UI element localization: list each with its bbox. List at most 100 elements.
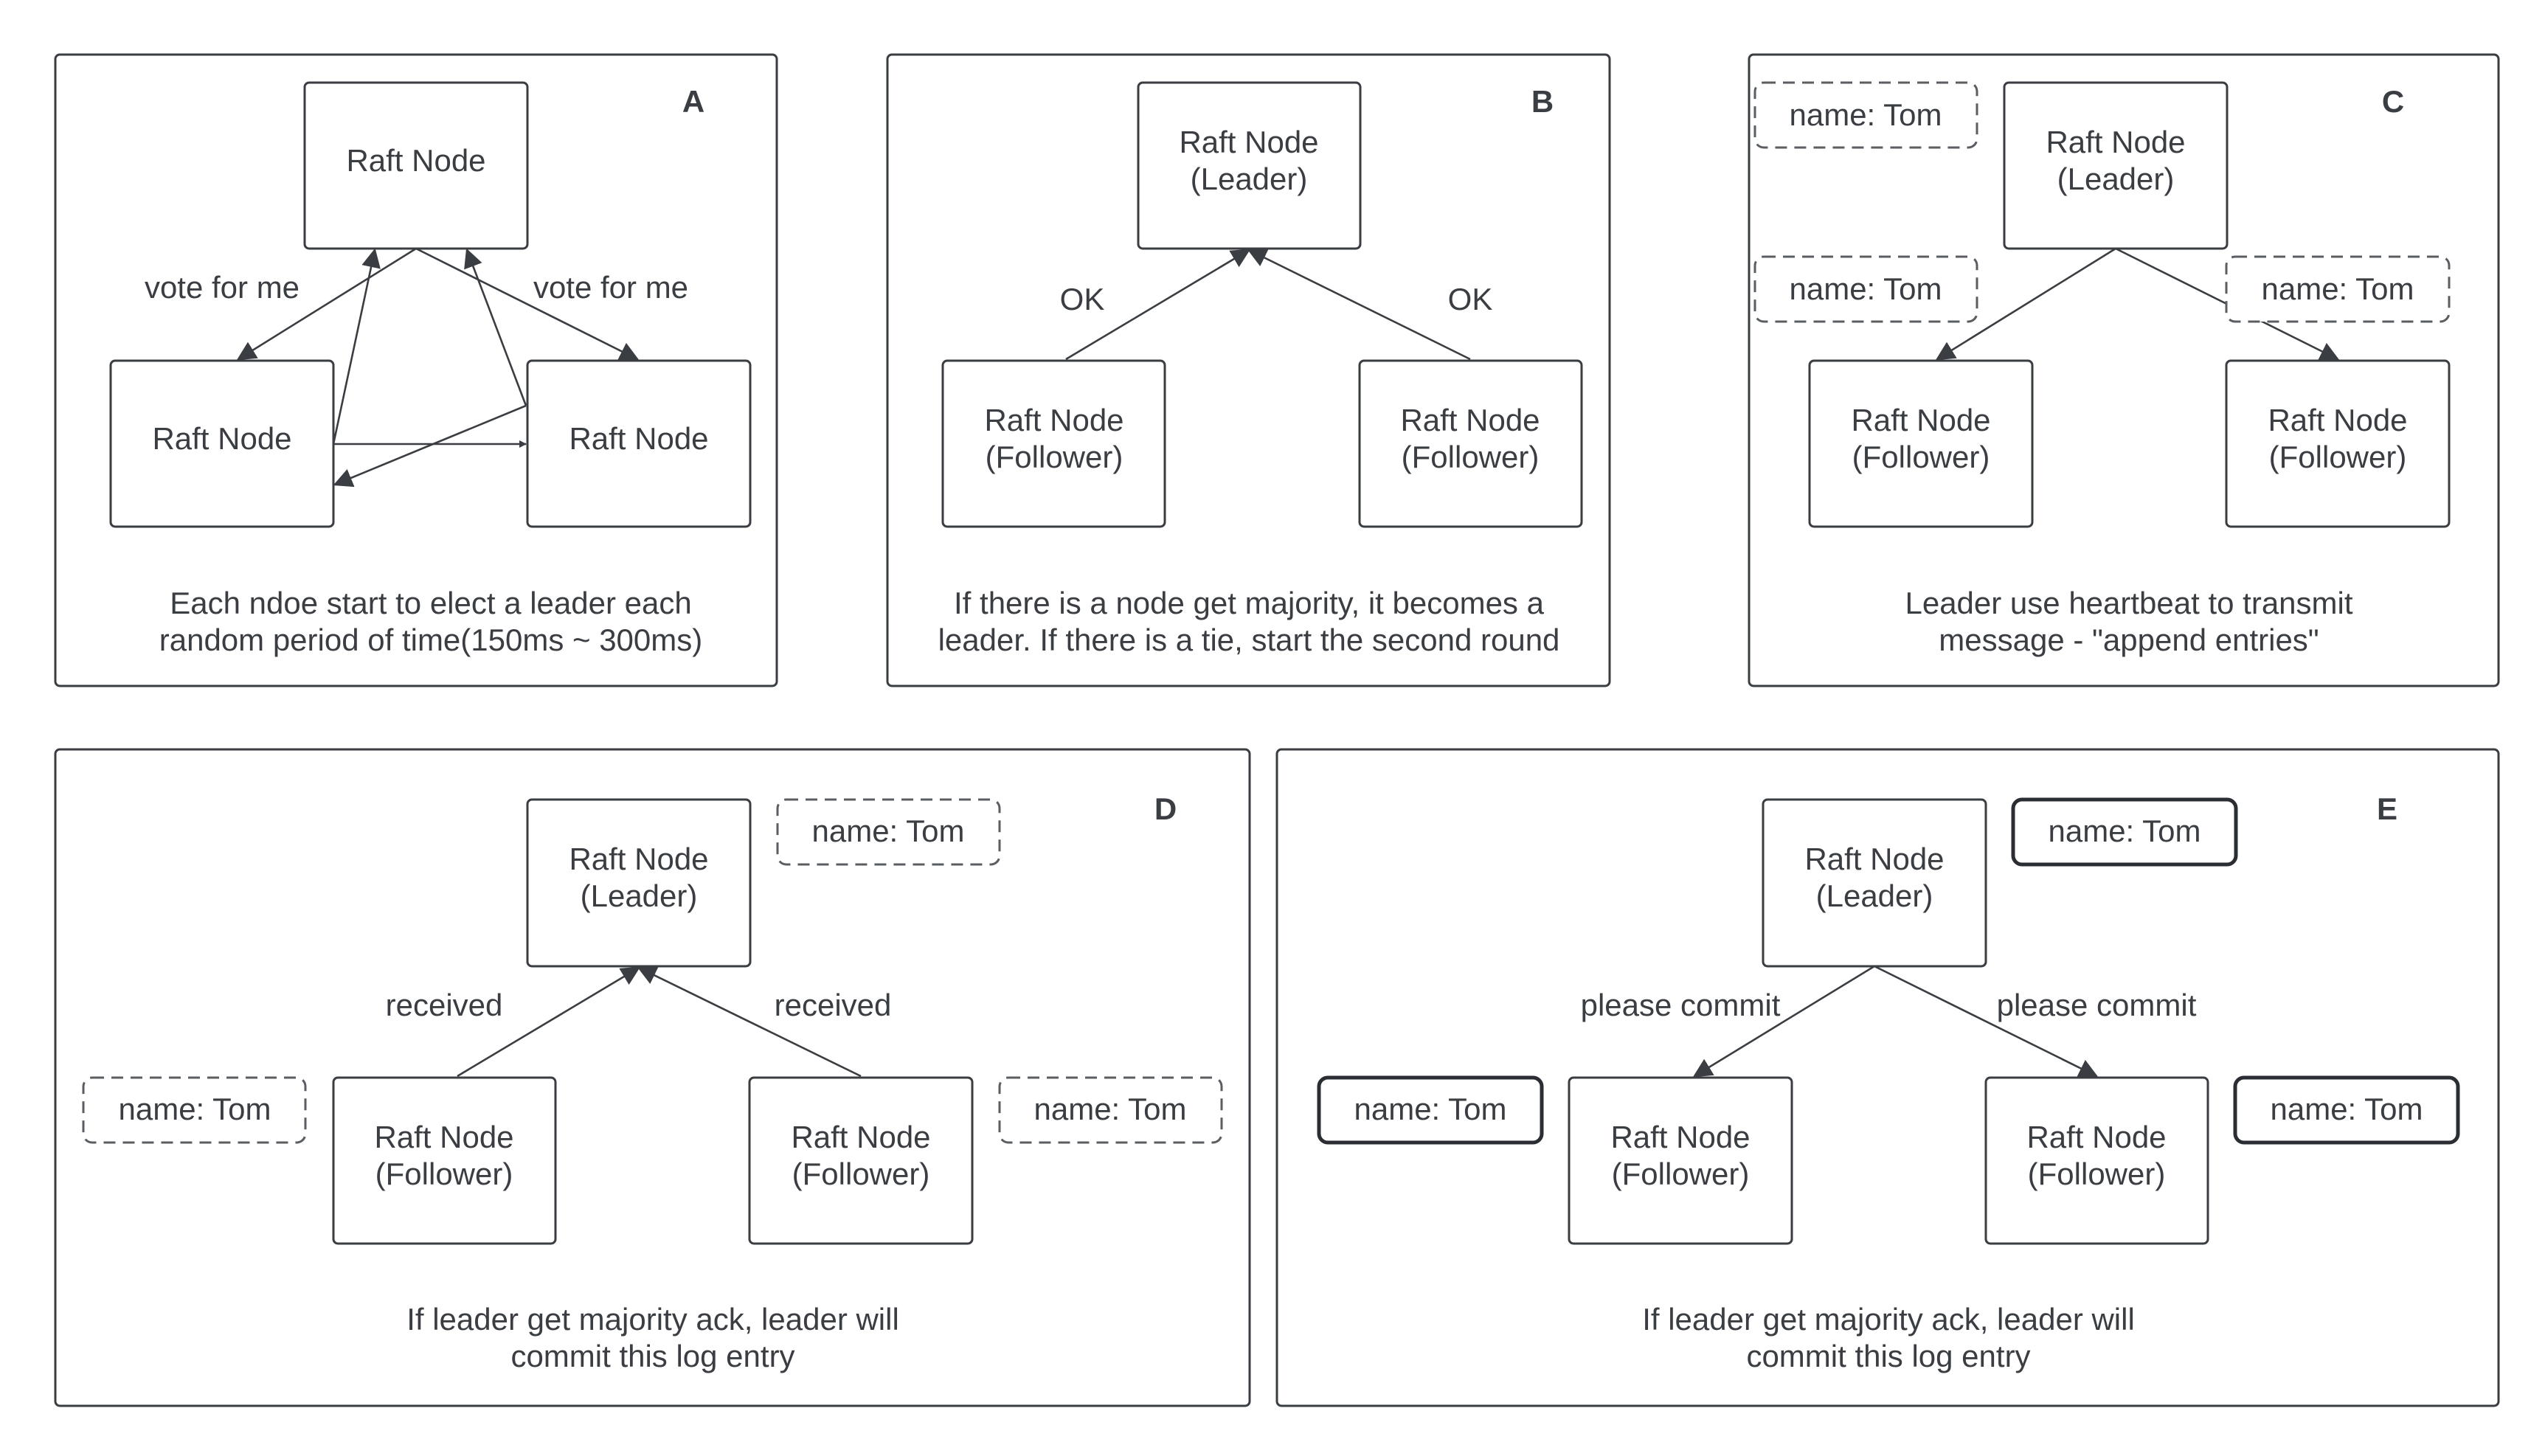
panel-e-caption-line-1: If leader get majority ack, leader will xyxy=(1642,1302,2135,1337)
panel-d-edge-label-right: received xyxy=(775,988,892,1022)
panel-b-arrow-left-to-leader xyxy=(1065,249,1251,361)
panel-c-log-entry-right xyxy=(2225,255,2451,323)
panel-b-follower-right-node xyxy=(1358,359,1583,528)
panel-c-log-entry-right-label: name: Tom xyxy=(2262,271,2414,306)
panel-b-follower-right-line-2: (Follower) xyxy=(1402,440,1540,474)
panel-b-follower-left-line-2: (Follower) xyxy=(986,440,1123,474)
panel-e-follower-right-line-1: Raft Node xyxy=(2026,1120,2166,1154)
panel-d-follower-left-line-2: (Follower) xyxy=(375,1157,513,1191)
panel-e-log-entry-left-label: name: Tom xyxy=(1354,1092,1507,1126)
panel-c-follower-right-line-1: Raft Node xyxy=(2268,403,2407,437)
panel-e-follower-left-node xyxy=(1568,1076,1793,1245)
panel-d-leader-line-2: (Leader) xyxy=(581,878,698,913)
panel-c-log-entry-left xyxy=(1753,255,1978,323)
panel-d-follower-right-node xyxy=(748,1076,974,1245)
panel-a-edge-label-right: vote for me xyxy=(533,270,688,305)
panel-a-node-top-label: Raft Node xyxy=(346,143,485,178)
panel-a-node-left-label: Raft Node xyxy=(152,421,291,456)
panel-b-leader-node xyxy=(1137,81,1362,250)
panel-c: C Raft Node (Leader) Raft Node (Follower… xyxy=(1748,53,2500,687)
panel-d-letter: D xyxy=(1154,791,1177,826)
panel-d-caption-line-1: If leader get majority ack, leader will xyxy=(406,1302,899,1337)
panel-b-frame xyxy=(886,53,1611,687)
panel-c-arrow-leader-to-left xyxy=(1935,247,2116,361)
panel-b-leader-line-1: Raft Node xyxy=(1179,125,1318,159)
panel-c-log-entry-top-left xyxy=(1753,81,1978,149)
panel-c-caption-line-1: Leader use heartbeat to transmit xyxy=(1905,586,2352,620)
panel-a: A Raft Node Raft Node Raft Node vote for… xyxy=(54,53,778,687)
panel-d-follower-right-line-1: Raft Node xyxy=(791,1120,930,1154)
panel-a-arrow-left-to-top xyxy=(332,248,381,445)
panel-d-follower-right-line-2: (Follower) xyxy=(792,1157,930,1191)
panel-c-caption-line-2: message - "append entries" xyxy=(1939,623,2319,657)
panel-a-node-right xyxy=(526,359,752,528)
panel-b-follower-left-node xyxy=(941,359,1166,528)
panel-b-follower-left-line-1: Raft Node xyxy=(984,403,1123,437)
panel-a-node-right-label: Raft Node xyxy=(569,421,708,456)
panel-e-follower-left-line-2: (Follower) xyxy=(1612,1157,1750,1191)
panel-c-leader-line-2: (Leader) xyxy=(2057,162,2175,196)
panel-a-caption-line-1: Each ndoe start to elect a leader each xyxy=(170,586,691,620)
panel-b-caption-line-1: If there is a node get majority, it beco… xyxy=(954,586,1545,620)
panel-a-letter: A xyxy=(682,84,704,119)
panel-d-caption-line-2: commit this log entry xyxy=(510,1339,794,1373)
panel-c-follower-right-node xyxy=(2225,359,2451,528)
panel-c-follower-left-line-2: (Follower) xyxy=(1852,440,1990,474)
panel-c-log-entry-left-label: name: Tom xyxy=(1790,271,1942,306)
panel-c-follower-right-line-2: (Follower) xyxy=(2269,440,2407,474)
panel-d-leader-line-1: Raft Node xyxy=(569,842,708,876)
panel-e-leader-line-2: (Leader) xyxy=(1816,878,1933,913)
panel-a-frame xyxy=(54,53,778,687)
panel-d-follower-left-line-1: Raft Node xyxy=(374,1120,513,1154)
panel-d-arrow-left-to-leader xyxy=(457,966,641,1078)
panel-c-letter: C xyxy=(2382,84,2404,119)
panel-d-log-entry-leader-label: name: Tom xyxy=(812,814,965,848)
panel-e-letter: E xyxy=(2377,791,2397,826)
panel-d-log-entry-left-label: name: Tom xyxy=(119,1092,271,1126)
panel-d-log-entry-leader xyxy=(776,798,1001,866)
panel-e-log-entry-right xyxy=(2233,1075,2460,1145)
panel-d-log-entry-right-label: name: Tom xyxy=(1034,1092,1187,1126)
panel-c-follower-left-line-1: Raft Node xyxy=(1851,403,1990,437)
panel-b-letter: B xyxy=(1531,84,1554,119)
panel-a-edge-label-left: vote for me xyxy=(145,270,299,305)
panel-b-caption-line-2: leader. If there is a tie, start the sec… xyxy=(938,623,1560,657)
panel-e-log-entry-right-label: name: Tom xyxy=(2271,1092,2423,1126)
panel-d: D Raft Node (Leader) Raft Node (Follower… xyxy=(54,748,1251,1407)
panel-c-follower-left-node xyxy=(1808,359,2034,528)
panel-a-arrow-top-to-left xyxy=(236,247,417,361)
panel-e-follower-right-line-2: (Follower) xyxy=(2028,1157,2166,1191)
panel-d-edge-label-left: received xyxy=(386,988,503,1022)
panel-b: B Raft Node (Leader) Raft Node (Follower… xyxy=(886,53,1611,687)
panel-c-log-entry-top-left-label: name: Tom xyxy=(1790,97,1942,132)
panel-e-follower-left-line-1: Raft Node xyxy=(1610,1120,1750,1154)
panel-a-arrow-right-to-left xyxy=(333,404,527,488)
panel-e-edge-label-right: please commit xyxy=(1997,988,2197,1022)
panel-b-arrow-right-to-leader xyxy=(1247,249,1471,361)
panel-e-log-entry-leader-label: name: Tom xyxy=(2049,814,2201,848)
panel-e-arrow-leader-to-right xyxy=(1874,965,2099,1078)
panel-c-leader-line-1: Raft Node xyxy=(2046,125,2185,159)
panel-a-caption-line-2: random period of time(150ms ~ 300ms) xyxy=(159,623,703,657)
panel-d-log-entry-right xyxy=(998,1076,1223,1144)
panel-e-log-entry-left xyxy=(1317,1075,1544,1145)
panel-e-arrow-leader-to-left xyxy=(1692,965,1875,1078)
panel-b-edge-label-right: OK xyxy=(1448,282,1493,316)
panel-d-arrow-right-to-leader xyxy=(637,966,862,1078)
panel-d-leader-node xyxy=(526,798,752,968)
panel-d-follower-left-node xyxy=(332,1076,557,1245)
panel-e: E Raft Node (Leader) Raft Node (Follower… xyxy=(1275,748,2500,1407)
panel-e-edge-label-left: please commit xyxy=(1581,988,1781,1022)
panel-e-leader-line-1: Raft Node xyxy=(1804,842,1944,876)
panel-a-arrow-top-to-right xyxy=(415,247,640,361)
panel-e-log-entry-leader xyxy=(2011,797,2238,867)
panel-b-leader-line-2: (Leader) xyxy=(1191,162,1308,196)
panel-e-follower-right-node xyxy=(1984,1076,2209,1245)
panel-b-follower-right-line-1: Raft Node xyxy=(1400,403,1540,437)
panel-d-log-entry-left xyxy=(82,1076,307,1144)
panel-a-arrow-right-to-top xyxy=(464,248,527,406)
panel-e-caption-line-2: commit this log entry xyxy=(1746,1339,2030,1373)
panel-c-frame xyxy=(1748,53,2500,687)
panel-b-edge-label-left: OK xyxy=(1060,282,1105,316)
